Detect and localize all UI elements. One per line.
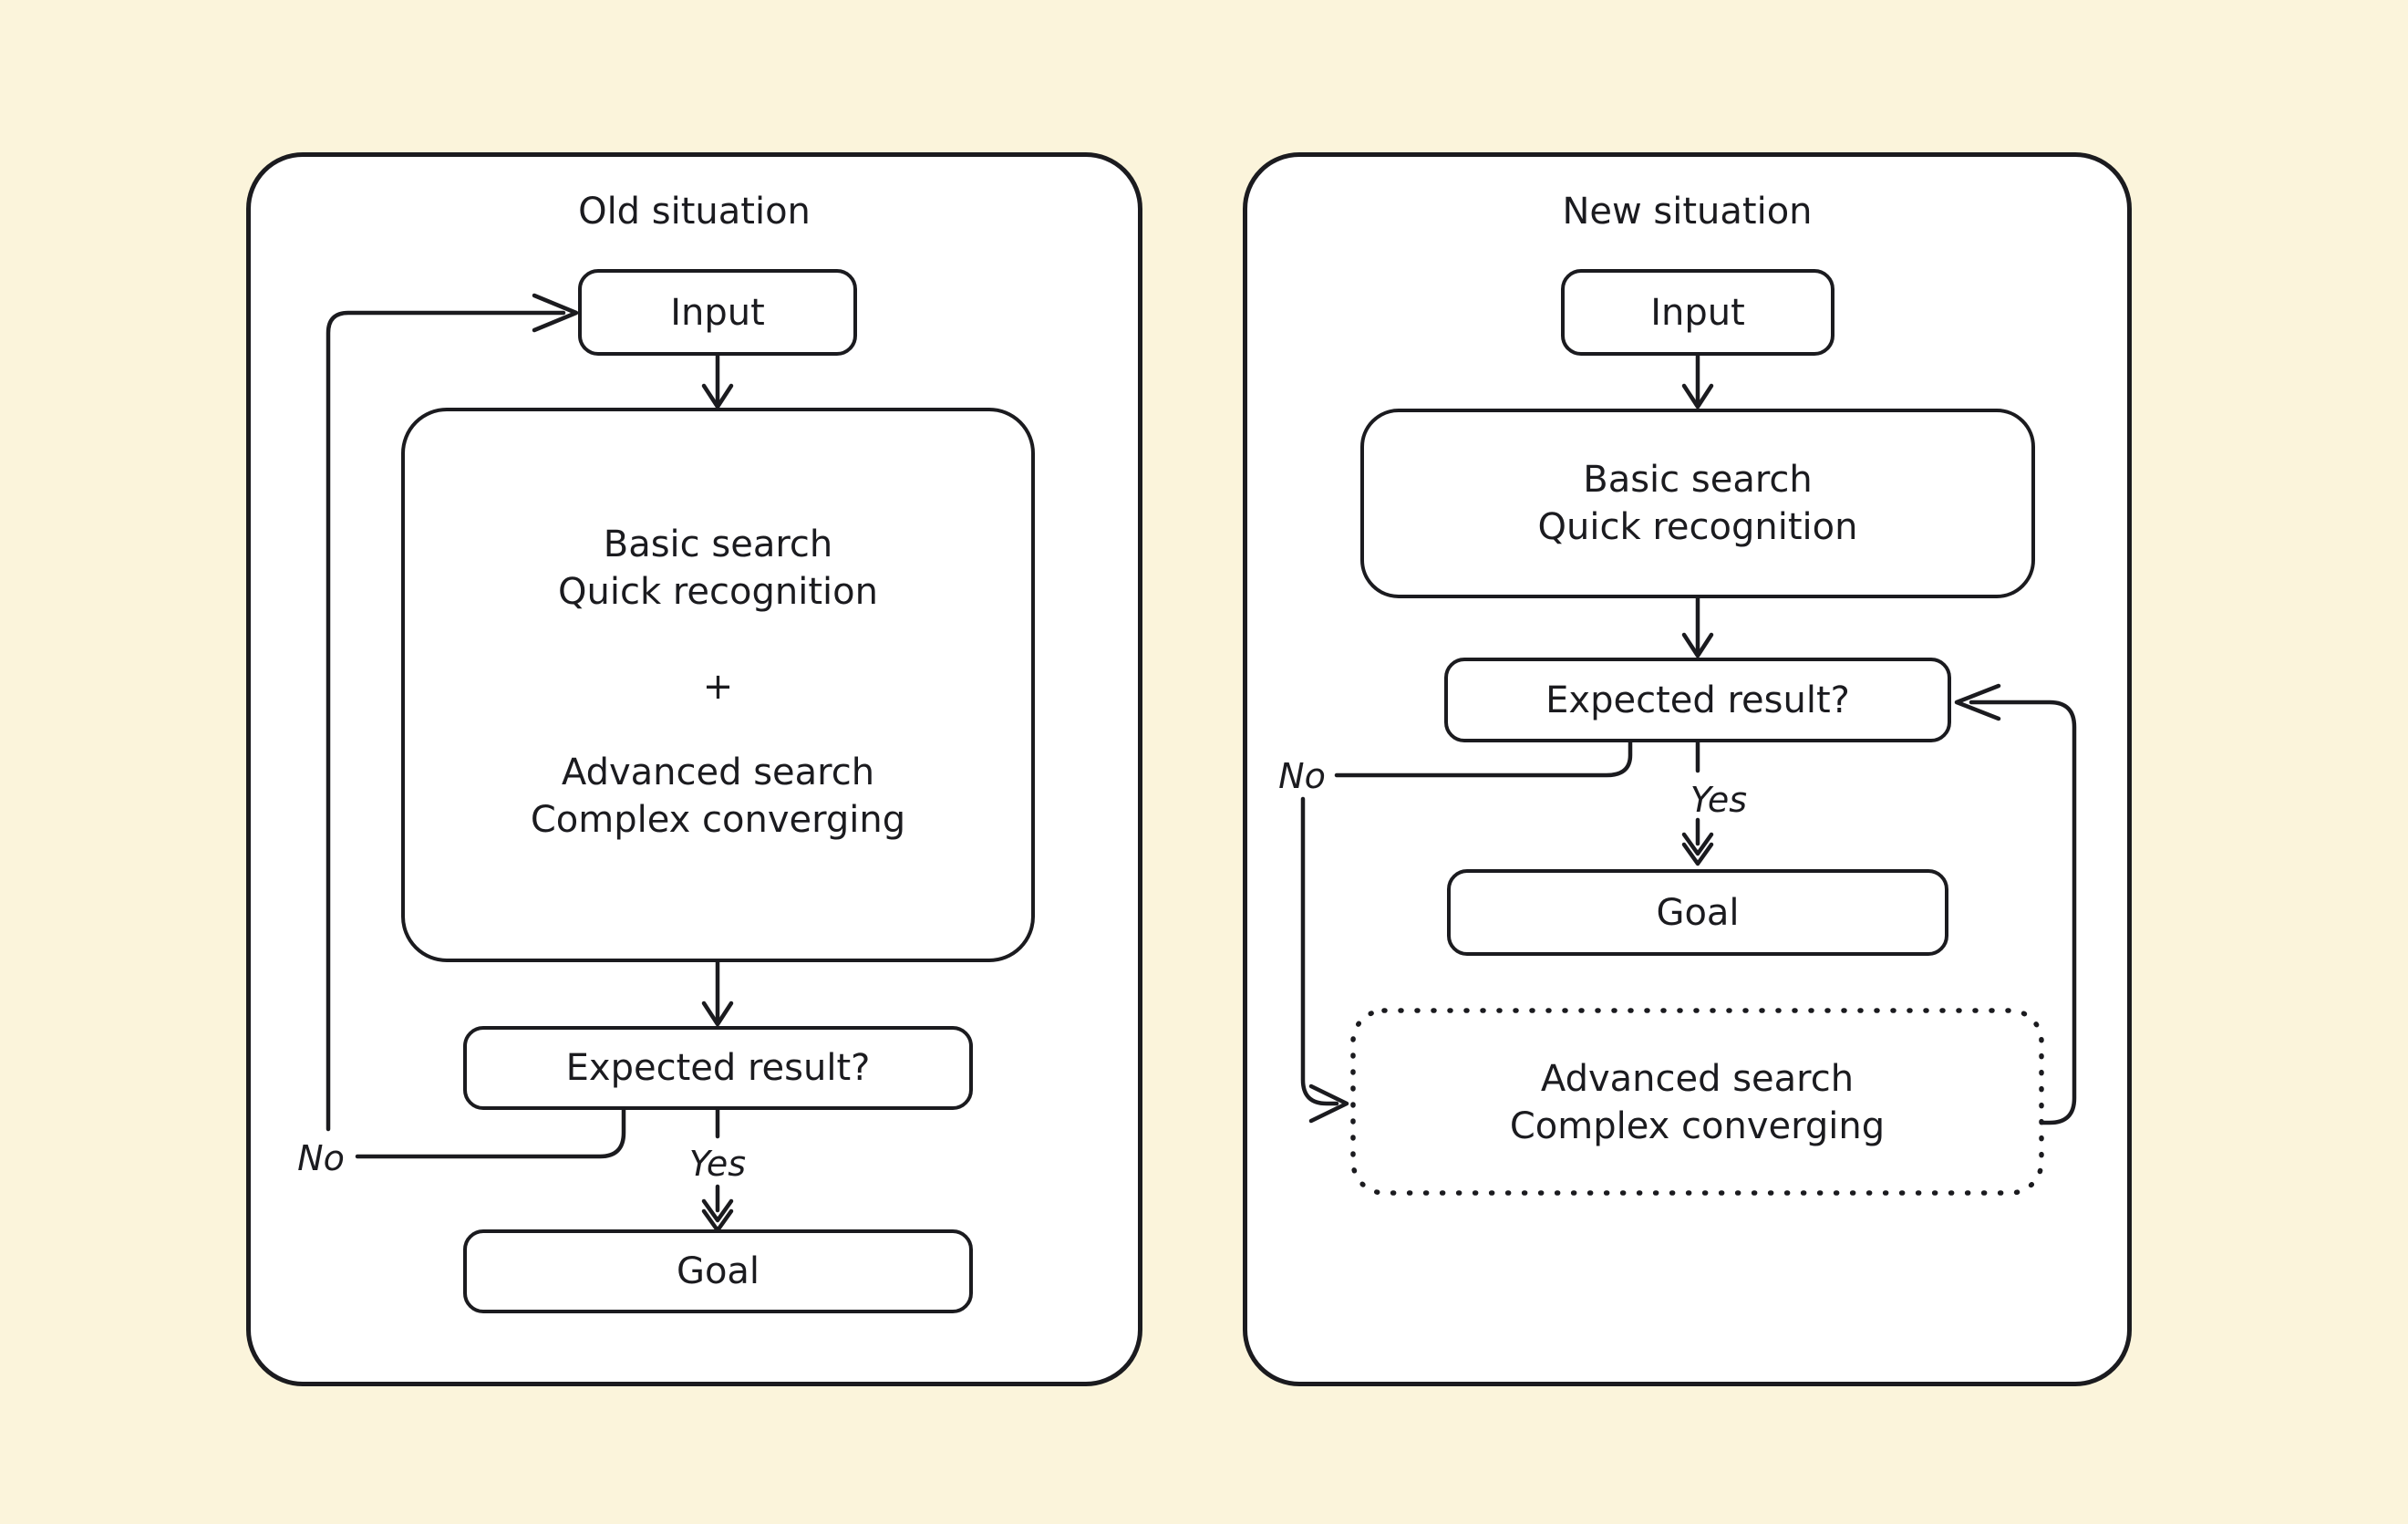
new-advanced-box-outline [1350,1008,2044,1196]
new-no-to-advanced-arrowhead-icon [1308,1083,1349,1124]
new-decision-node: Expected result? [1444,658,1951,742]
new-basic-search-label: Basic search [1583,459,1813,501]
new-advanced-search-label: Advanced search [1540,1058,1855,1100]
new-basic-search-node: Basic search Quick recognition [1360,409,2035,598]
new-complex-converging-label: Complex converging [1509,1105,1886,1147]
old-no-return-arrowhead-icon [532,293,579,333]
old-panel-title: Old situation [578,191,811,233]
old-yes-arrowhead-icon [701,1198,734,1223]
old-combined-search-text-top: Basic search Quick recognition [401,521,1035,616]
new-advanced-feedback-arrowhead-icon [1954,683,2001,721]
old-decision-label: Expected result? [565,1047,871,1089]
old-goal-label: Goal [676,1250,760,1292]
old-quick-recognition-label: Quick recognition [558,571,878,613]
new-goal-node: Goal [1447,869,1948,956]
new-yes-label: Yes [1690,780,1748,820]
new-input-to-basic-arrowhead-icon [1681,383,1714,410]
new-panel-title: New situation [1562,191,1813,233]
old-decision-node: Expected result? [463,1026,973,1110]
new-yes-arrowhead-icon [1681,832,1714,856]
old-goal-node: Goal [463,1229,973,1313]
new-input-node: Input [1561,269,1834,356]
old-complex-converging-label: Complex converging [530,799,906,841]
old-advanced-search-label: Advanced search [561,752,875,793]
old-input-label: Input [670,291,765,334]
old-combined-search-text-bottom: Advanced search Complex converging [401,749,1035,844]
new-advanced-search-text: Advanced search Complex converging [1353,1055,2041,1150]
old-yes-label: Yes [688,1144,747,1184]
new-quick-recognition-label: Quick recognition [1537,506,1858,548]
old-no-label: No [297,1138,345,1178]
new-no-label: No [1278,756,1326,796]
old-decision-no-elbow-line [355,1104,626,1159]
new-yes-arrowhead2-icon [1681,842,1714,866]
old-basic-search-label: Basic search [603,524,833,565]
old-input-node: Input [578,269,857,356]
new-goal-label: Goal [1656,891,1740,934]
new-decision-no-elbow-line [1334,740,1633,778]
old-no-return-line [326,310,566,1132]
new-decision-label: Expected result? [1545,679,1850,721]
new-input-label: Input [1650,291,1745,334]
old-combined-to-decision-arrowhead-icon [701,1000,734,1027]
old-plus-sign: + [702,666,734,708]
new-no-to-advanced-line [1300,796,1339,1106]
new-advanced-feedback-line [1969,700,2077,1125]
old-panel-connectors [326,293,734,1233]
old-combined-search-node [401,408,1035,962]
new-basic-to-decision-arrowhead-icon [1681,632,1714,658]
old-input-to-combined-arrowhead-icon [701,383,734,410]
new-panel-connectors [1300,353,2077,1196]
